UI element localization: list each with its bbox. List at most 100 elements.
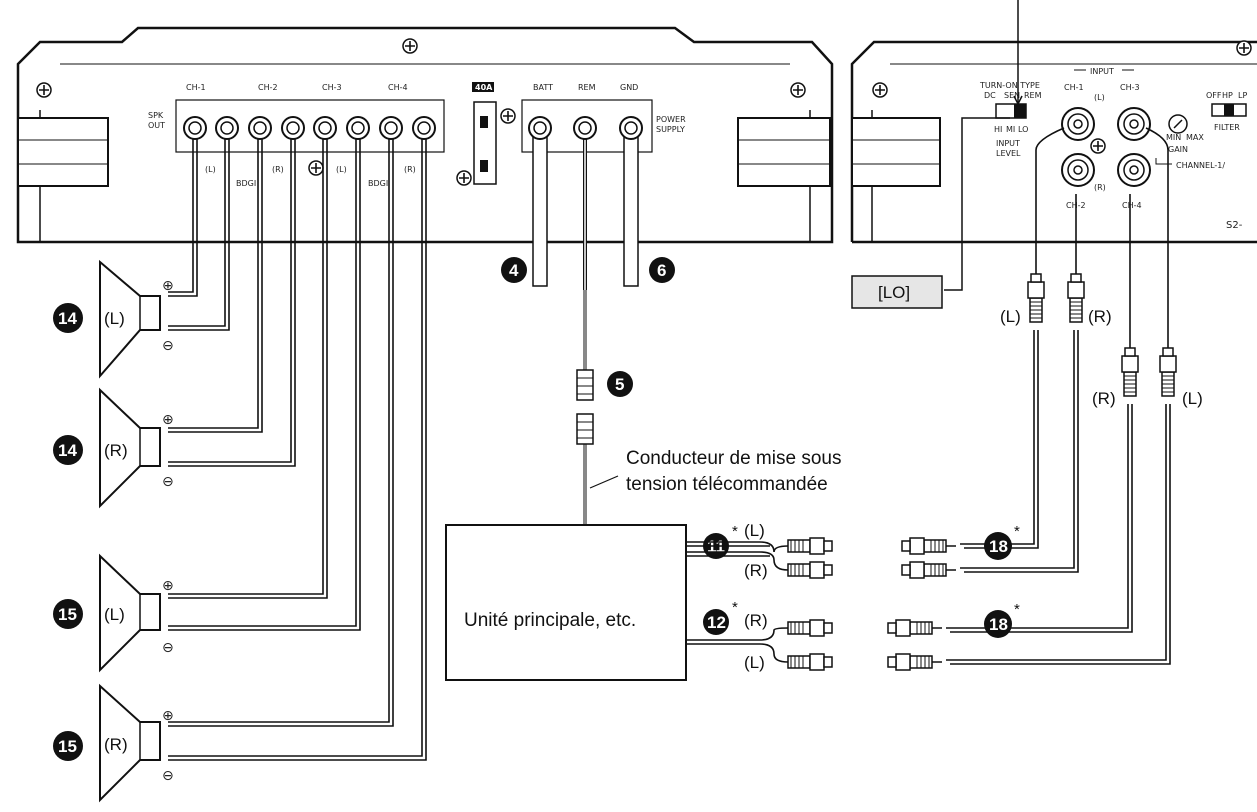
input-lr-label: (R)	[1094, 183, 1106, 192]
screw-icon	[872, 82, 888, 98]
lo-box	[851, 275, 943, 309]
minus-icon: ⊖	[162, 338, 174, 354]
rca-plug-icon	[1159, 347, 1177, 397]
fuse-holder	[473, 101, 497, 185]
sub-label: BDGI	[368, 179, 388, 188]
sub-label: (L)	[336, 165, 347, 174]
fuse-badge	[472, 82, 494, 92]
screw-icon	[1090, 138, 1106, 154]
svg-text:18: 18	[989, 615, 1008, 634]
turn-on-option: REM	[1024, 91, 1042, 100]
gain-min: MIN	[1166, 133, 1181, 142]
filter-option: OFF	[1206, 91, 1222, 100]
sub-label: BDGI	[236, 179, 256, 188]
screw-icon	[308, 160, 324, 176]
head-unit-label: Unité principale, etc.	[464, 610, 636, 631]
svg-text:6: 6	[657, 261, 666, 280]
callout-18-a: 18	[984, 532, 1012, 560]
rear-r-label: (R)	[744, 611, 768, 630]
channel-label: CHANNEL-1/	[1176, 161, 1225, 170]
head-unit-box	[445, 524, 687, 681]
screw-icon	[402, 38, 418, 54]
input-channel-label: CH-1	[1064, 83, 1084, 92]
turn-on-type-label: TURN-ON TYPE	[979, 81, 1040, 90]
power-supply-label: POWER	[656, 115, 686, 124]
rca-label: (R)	[1092, 389, 1116, 408]
remote-lead-label: Conducteur de mise sous	[626, 448, 841, 469]
callout-15-a: 15	[53, 599, 83, 629]
rca-plug-icon	[1067, 273, 1085, 323]
gnd-label: GND	[620, 83, 638, 92]
rca-label: (R)	[1088, 307, 1112, 326]
filter-label: FILTER	[1214, 123, 1240, 132]
channel-label-4: CH-4	[388, 83, 408, 92]
rca-label: (L)	[1000, 307, 1021, 326]
asterisk: *	[732, 599, 738, 616]
rca-connectors-front	[787, 537, 947, 579]
callout-14-a: 14	[53, 303, 83, 333]
callout-15-b: 15	[53, 731, 83, 761]
front-l-label: (L)	[744, 521, 765, 540]
input-level-label: INPUT	[996, 139, 1020, 148]
input-lr-label: (L)	[1094, 93, 1105, 102]
svg-text:4: 4	[509, 261, 519, 280]
plus-icon: ⊕	[162, 578, 174, 594]
asterisk: *	[1014, 601, 1020, 618]
input-header: INPUT	[1090, 67, 1114, 76]
lo-box-label: [LO]	[878, 283, 910, 302]
svg-text:14: 14	[58, 309, 77, 328]
callout-18-b: 18	[984, 610, 1012, 638]
sub-label: (L)	[205, 165, 216, 174]
screw-icon	[1236, 40, 1252, 56]
gain-label: GAIN	[1168, 145, 1188, 154]
screw-icon	[36, 82, 52, 98]
asterisk: *	[1014, 523, 1020, 540]
asterisk: *	[732, 523, 738, 540]
plus-icon: ⊕	[162, 278, 174, 294]
callout-5: 5	[607, 371, 633, 397]
plus-icon: ⊕	[162, 412, 174, 428]
filter-option: HP	[1222, 91, 1233, 100]
fuse-label: 40A	[475, 83, 493, 92]
callout-6: 6	[649, 257, 675, 283]
speaker-side-label: (L)	[104, 309, 125, 328]
input-level-label-2: LEVEL	[996, 149, 1021, 158]
batt-label: BATT	[533, 83, 553, 92]
screw-icon	[456, 170, 472, 186]
model-label: S2-	[1226, 220, 1243, 231]
speaker-14-left	[99, 259, 161, 379]
speaker-15-right	[99, 683, 161, 803]
svg-text:5: 5	[615, 375, 624, 394]
remote-lead-leader	[589, 475, 619, 489]
sub-label: (R)	[404, 165, 416, 174]
lo-callout	[944, 117, 1010, 291]
speaker-15-left	[99, 553, 161, 673]
callout-4: 4	[501, 257, 527, 283]
svg-text:15: 15	[58, 605, 77, 624]
channel-label-2: CH-2	[258, 83, 278, 92]
speaker-wires	[168, 128, 427, 761]
amplifier-secondary: TURN-ON TYPE DC SEN REM HI MI LO INPUT L…	[850, 0, 1257, 291]
svg-text:18: 18	[989, 537, 1008, 556]
filter-option: LP	[1238, 91, 1247, 100]
svg-text:14: 14	[58, 441, 77, 460]
rem-label: REM	[578, 83, 596, 92]
remote-lead-label-2: tension télécommandée	[626, 474, 828, 495]
rca-plug-icon	[1027, 273, 1045, 323]
front-r-label: (R)	[744, 561, 768, 580]
channel-label-1: CH-1	[186, 83, 206, 92]
screw-icon	[790, 82, 806, 98]
rca-input-cables	[946, 127, 1171, 665]
power-terminals	[528, 116, 643, 140]
rca-connectors-rear	[787, 619, 933, 671]
turn-on-option: DC	[984, 91, 996, 100]
gain-max: MAX	[1186, 133, 1204, 142]
power-supply-label-2: SUPPLY	[656, 125, 685, 134]
callout-12: 12	[703, 609, 729, 635]
spk-out-label: SPK	[148, 111, 164, 120]
input-level-option: LO	[1018, 125, 1028, 134]
rca-plug-icon	[1121, 347, 1139, 397]
head-unit-output-wires	[686, 541, 956, 663]
svg-text:15: 15	[58, 737, 77, 756]
